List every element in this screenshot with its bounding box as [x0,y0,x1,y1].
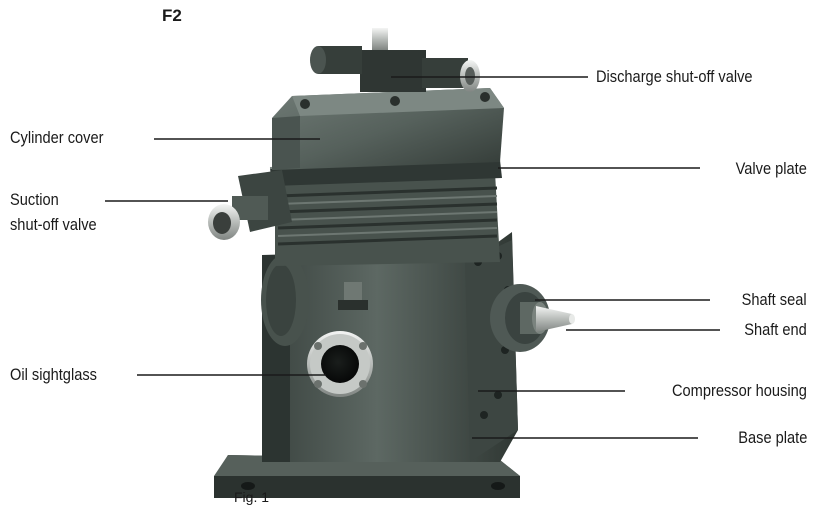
label-oil-sightglass: Oil sightglass [10,365,97,384]
cylinder-cover-part [272,88,504,170]
label-compressor-housing: Compressor housing [672,381,807,400]
label-shaft-seal: Shaft seal [741,290,807,309]
cylinder-block-part [275,172,500,266]
label-cylinder-cover: Cylinder cover [10,128,104,147]
figure-caption: Fig. 1 [234,489,270,505]
label-valve-plate: Valve plate [735,159,807,178]
label-suction-line1: Suction [10,190,59,209]
label-shaft-end: Shaft end [744,320,807,339]
compressor-housing-part [261,232,518,462]
figure-id: F2 [162,6,182,25]
shaft-assembly-part [490,284,575,352]
oil-sightglass-part [307,331,373,397]
label-base-plate: Base plate [737,428,807,447]
label-discharge-shutoff-valve: Discharge shut-off valve [596,67,753,86]
label-suction-line2: shut-off valve [10,215,97,234]
discharge-valve-part [310,28,480,92]
suction-valve-part [208,170,292,240]
